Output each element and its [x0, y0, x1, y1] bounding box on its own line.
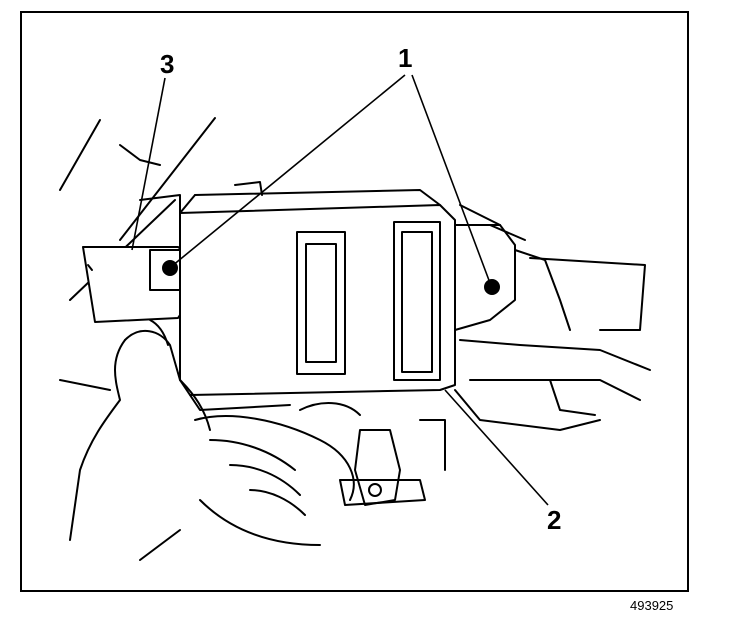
mounting-bracket — [82, 194, 191, 323]
leader-1b — [411, 74, 491, 284]
left-hand — [59, 319, 211, 541]
leader-1a — [171, 74, 406, 267]
callout-2: 2 — [547, 505, 562, 535]
lower-connector — [339, 419, 446, 506]
figure-border — [20, 11, 689, 592]
leader-lines — [131, 74, 549, 506]
lower-hand — [139, 402, 361, 561]
callout-3: 3 — [160, 49, 175, 79]
callout-1: 1 — [398, 43, 413, 73]
figure-number: 493925 — [630, 598, 674, 613]
leader-3 — [131, 77, 166, 251]
leader-2 — [444, 389, 549, 506]
right-mechanism — [454, 204, 651, 431]
control-module — [179, 181, 456, 411]
